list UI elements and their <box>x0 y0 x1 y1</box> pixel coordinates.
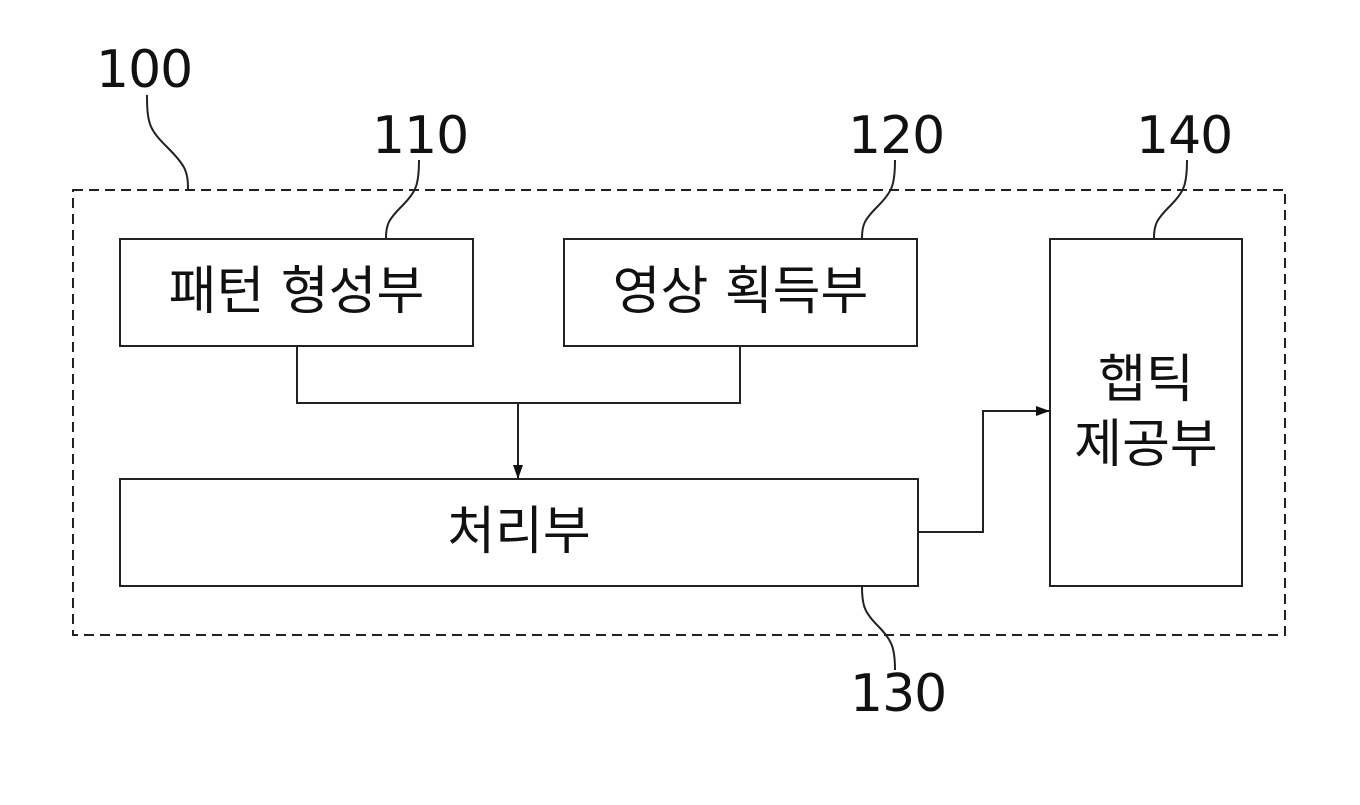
haptic-provider-label: 햅틱 제공부 <box>1074 348 1218 478</box>
processor-label: 처리부 <box>447 502 591 563</box>
image-acquirer-block: 영상 획득부 <box>563 238 918 347</box>
ref-label-130: 130 <box>850 664 947 724</box>
image-acquirer-label: 영상 획득부 <box>612 262 869 323</box>
leader-line-110 <box>385 159 420 239</box>
haptic-provider-label-line2: 제공부 <box>1074 414 1218 475</box>
pattern-former-block: 패턴 형성부 <box>119 238 474 347</box>
connector-120-130 <box>518 346 741 404</box>
leader-line-140 <box>1153 159 1188 239</box>
leader-line-120 <box>861 159 896 239</box>
connector-130-140 <box>918 406 1050 533</box>
ref-label-110: 110 <box>372 106 469 166</box>
leader-line-100 <box>146 94 189 191</box>
leader-line-130 <box>861 585 896 671</box>
ref-label-140: 140 <box>1136 106 1233 166</box>
haptic-provider-label-line1: 햅틱 <box>1098 349 1194 410</box>
connector-110-130 <box>296 346 518 404</box>
ref-label-120: 120 <box>848 106 945 166</box>
ref-label-100: 100 <box>96 40 193 100</box>
haptic-provider-block: 햅틱 제공부 <box>1049 238 1243 587</box>
pattern-former-label: 패턴 형성부 <box>168 262 425 323</box>
processor-block: 처리부 <box>119 478 919 587</box>
system-boundary <box>72 189 1286 636</box>
